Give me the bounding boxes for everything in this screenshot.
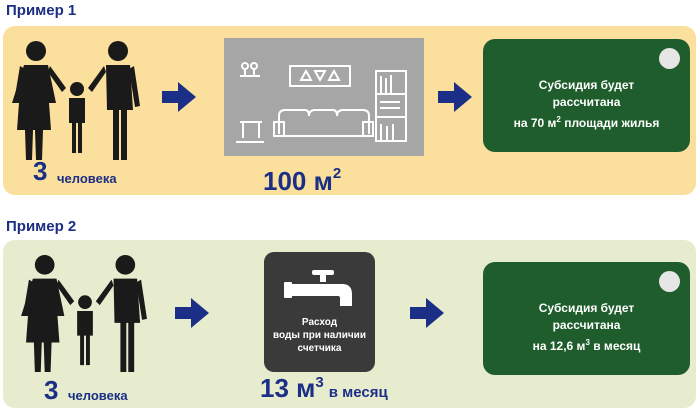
result-box: Субсидия будет рассчитана на 70 м2 площа… [483,39,690,152]
arrow-right-icon [410,298,444,328]
result-line-2: рассчитана [552,318,621,332]
people-count: 3 [44,375,59,405]
water-tap-icon [284,270,352,306]
people-count: 3 [33,156,48,186]
family-icon [10,40,145,160]
meter-line-2: воды при наличии [273,330,366,341]
result-line-1: Субсидия будет [538,78,635,92]
meter-line-3: счетчика [297,343,342,354]
meter-line-1: Расход [301,317,338,328]
result-line-3: на 12,6 м3 в месяц [532,338,641,353]
living-room-icon [224,38,424,156]
arrow-right-icon [162,82,196,112]
people-word: человека [68,388,128,403]
area-label: 100 м2 [263,165,342,196]
result-line-2: рассчитана [552,95,621,109]
people-word: человека [57,171,117,186]
circle-icon [659,271,680,292]
arrow-right-icon [175,298,209,328]
water-meter-card: Расход воды при наличии счетчика [264,252,375,372]
result-line-1: Субсидия будет [538,301,635,315]
family-icon [18,254,153,372]
result-line-3: на 70 м2 площади жилья [513,115,660,130]
example-1-title: Пример 1 [6,2,77,19]
usage-label: 13 м3в месяц [260,373,388,403]
result-box: Субсидия будет рассчитана на 12,6 м3 в м… [483,262,690,375]
arrow-right-icon [438,82,472,112]
circle-icon [659,48,680,69]
example-2-title: Пример 2 [6,218,77,235]
